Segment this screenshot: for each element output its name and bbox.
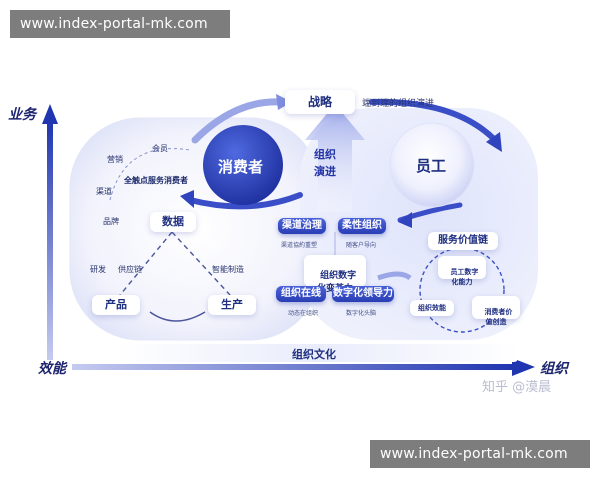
rd-label: 研发: [90, 265, 106, 274]
flexible-org-box: 柔性组织: [338, 218, 386, 234]
org-efficiency-label: 组织效能: [418, 304, 446, 312]
employee-digital-box: 员工数字 化能力: [438, 256, 486, 286]
member-label: 会员: [152, 144, 168, 153]
product-label: 产品: [105, 298, 127, 311]
channel-governance-box: 渠道治理: [278, 218, 326, 234]
channel-governance-sub: 渠道協約重塑: [281, 242, 318, 249]
strategy-label: 战略: [307, 95, 332, 109]
org-efficiency-box: 组织效能: [410, 300, 454, 316]
smart-manufacturing-label: 智能制造: [212, 265, 244, 274]
watermark-top: www.index-portal-mk.com: [10, 10, 230, 38]
employee-label: 员工: [416, 157, 447, 175]
service-chain-title: 服务价值链: [438, 235, 488, 246]
watermark-bottom: www.index-portal-mk.com: [370, 440, 590, 468]
x-axis-start-label: 效能: [38, 361, 66, 377]
org-online-label: 组织在线: [281, 288, 321, 299]
digital-leadership-box: 数字化领导力: [332, 286, 394, 302]
flexible-org-label: 柔性组织: [342, 220, 382, 231]
digital-leadership-label: 数字化领导力: [333, 288, 393, 299]
strategy-box: 战略: [285, 90, 355, 114]
touchpoint-label: 全触点服务消费者: [124, 176, 188, 185]
strategy-note: 端到端的组织演进: [362, 99, 435, 109]
org-evolution-label: 组织 演进: [314, 148, 336, 178]
service-chain-title-box: 服务价值链: [428, 232, 498, 250]
org-online-sub: 动态在组织: [288, 310, 319, 317]
product-node: 产品: [92, 295, 140, 315]
digital-leadership-sub: 数字化头脑: [346, 310, 377, 317]
supply-chain-label: 供应链: [118, 265, 142, 274]
consumer-value-label: 消费者价 值创造: [484, 308, 513, 326]
employee-digital-label: 员工数字 化能力: [450, 268, 479, 286]
data-node: 数据: [150, 212, 196, 232]
consumer-label: 消费者: [218, 158, 264, 176]
channel-governance-label: 渠道治理: [282, 220, 322, 231]
y-axis-label: 业务: [8, 107, 36, 123]
marketing-label: 营销: [107, 155, 123, 164]
x-axis-end-label: 组织: [540, 361, 568, 377]
production-node: 生产: [208, 295, 256, 315]
culture-label: 组织文化: [292, 348, 336, 361]
data-node-label: 数据: [162, 215, 184, 228]
channel-label: 渠道: [96, 187, 112, 196]
org-online-box: 组织在线: [276, 286, 326, 302]
consumer-value-box: 消费者价 值创造: [472, 296, 520, 326]
brand-label: 品牌: [103, 217, 119, 226]
flexible-org-sub: 随客户导向: [346, 242, 377, 249]
production-label: 生产: [221, 298, 243, 311]
source-credit: 知乎 @漠晨: [482, 380, 552, 395]
org-digital-core-box: 组织数字 化变革力: [304, 255, 366, 294]
